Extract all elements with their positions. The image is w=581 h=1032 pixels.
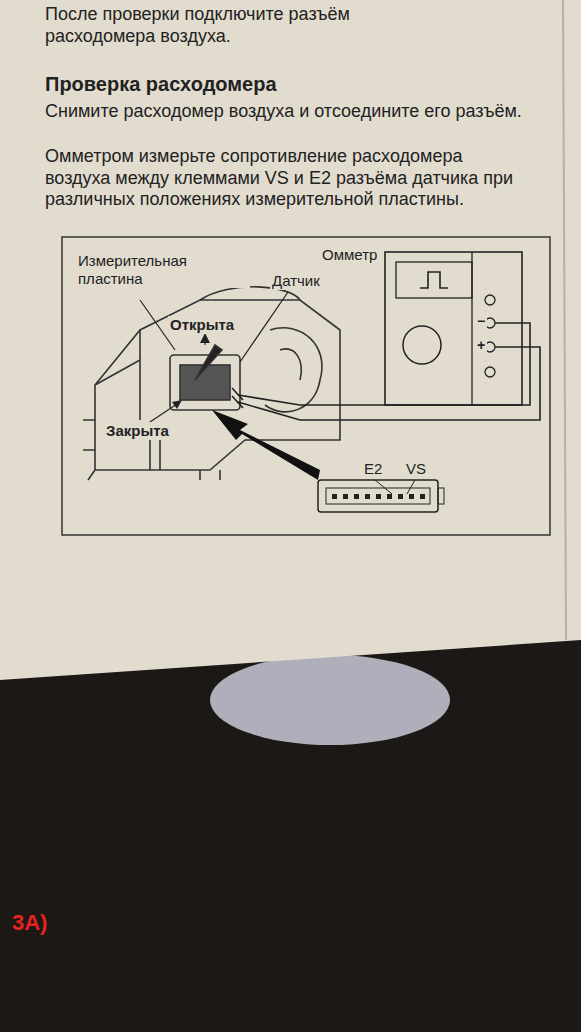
pin-name: E2 xyxy=(362,460,384,478)
terminal-sign: + xyxy=(475,337,487,354)
connector-pin xyxy=(387,494,392,499)
connector-pin xyxy=(420,494,425,499)
body-text: Омметром измерьте сопротивление расходом… xyxy=(45,146,525,211)
photo-tag: 3A) xyxy=(12,910,47,936)
part-label: Датчик xyxy=(270,272,322,290)
airflow-meter-sketch xyxy=(83,287,340,480)
connector-pin xyxy=(398,494,403,499)
light-glare xyxy=(210,655,450,745)
body-text: Снимите расходомер воздуха и отсоедините… xyxy=(45,101,522,123)
part-label: Омметр xyxy=(320,246,379,264)
leader-lines xyxy=(135,292,288,432)
test-leads xyxy=(232,323,540,420)
sensor-connector xyxy=(318,480,444,512)
section-heading: Проверка расходомера xyxy=(45,72,277,96)
connector-pin xyxy=(354,494,359,499)
connector-pin xyxy=(409,494,414,499)
position-label: Открыта xyxy=(168,316,236,334)
ohmmeter-symbol xyxy=(385,252,522,405)
pin-leaders xyxy=(375,480,415,494)
connector-pin xyxy=(332,494,337,499)
pin-name: VS xyxy=(404,460,428,478)
connector-pin xyxy=(365,494,370,499)
connector-pin xyxy=(376,494,381,499)
paper-page xyxy=(0,0,581,680)
terminal-sign: − xyxy=(475,313,487,330)
figure-frame xyxy=(62,237,550,535)
position-label: Закрыта xyxy=(104,422,171,440)
connector-pin xyxy=(343,494,348,499)
body-text: После проверки подключите разъём расходо… xyxy=(45,4,465,47)
part-label: Измерительная пластина xyxy=(76,252,250,288)
